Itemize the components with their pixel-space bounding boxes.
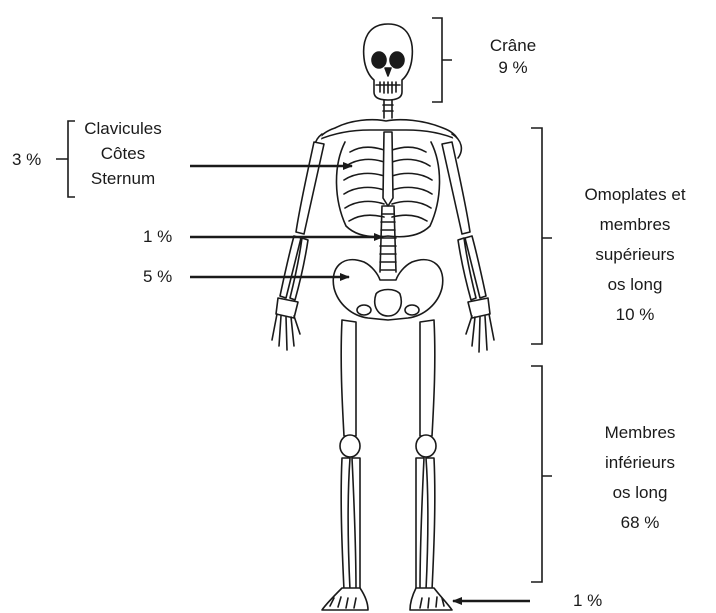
skull-drawing — [364, 24, 413, 100]
thorax-item: Clavicules — [76, 118, 170, 140]
upper-limb-bracket — [531, 128, 552, 344]
skeleton-drawing — [272, 24, 494, 610]
thorax-item: Côtes — [76, 143, 170, 165]
thorax-bracket — [56, 121, 75, 197]
lower-limb-label: Membres inférieurs os long 68 % — [580, 418, 700, 538]
pelvis-drawing — [333, 260, 443, 320]
skull-name: Crâne — [478, 35, 548, 57]
lower-limb-line: Membres — [580, 418, 700, 448]
upper-limb-line: membres — [560, 210, 710, 240]
left-arm-drawing — [272, 142, 324, 350]
thorax-percent: 3 % — [12, 149, 41, 171]
legs-drawing — [340, 320, 436, 590]
pelvis-percent: 5 % — [143, 266, 172, 288]
upper-limb-line: os long — [560, 270, 710, 300]
feet-percent: 1 % — [573, 590, 602, 612]
skull-percent: 9 % — [478, 57, 548, 79]
lower-limb-bracket — [531, 366, 552, 582]
feet-drawing — [322, 588, 452, 610]
neck-drawing — [383, 100, 393, 118]
thorax-item: Sternum — [76, 168, 170, 190]
upper-limb-label: Omoplates et membres supérieurs os long … — [560, 180, 710, 330]
lower-limb-line: inférieurs — [580, 448, 700, 478]
lower-limb-percent: 68 % — [580, 508, 700, 538]
spine-percent: 1 % — [143, 226, 172, 248]
right-arm-drawing — [442, 142, 494, 352]
lower-limb-line: os long — [580, 478, 700, 508]
upper-limb-line: supérieurs — [560, 240, 710, 270]
skull-label: Crâne 9 % — [478, 35, 548, 79]
upper-limb-percent: 10 % — [560, 300, 710, 330]
ribcage-drawing — [336, 132, 439, 237]
upper-limb-line: Omoplates et — [560, 180, 710, 210]
thorax-items: Clavicules Côtes Sternum — [76, 118, 170, 190]
skull-bracket — [432, 18, 452, 102]
